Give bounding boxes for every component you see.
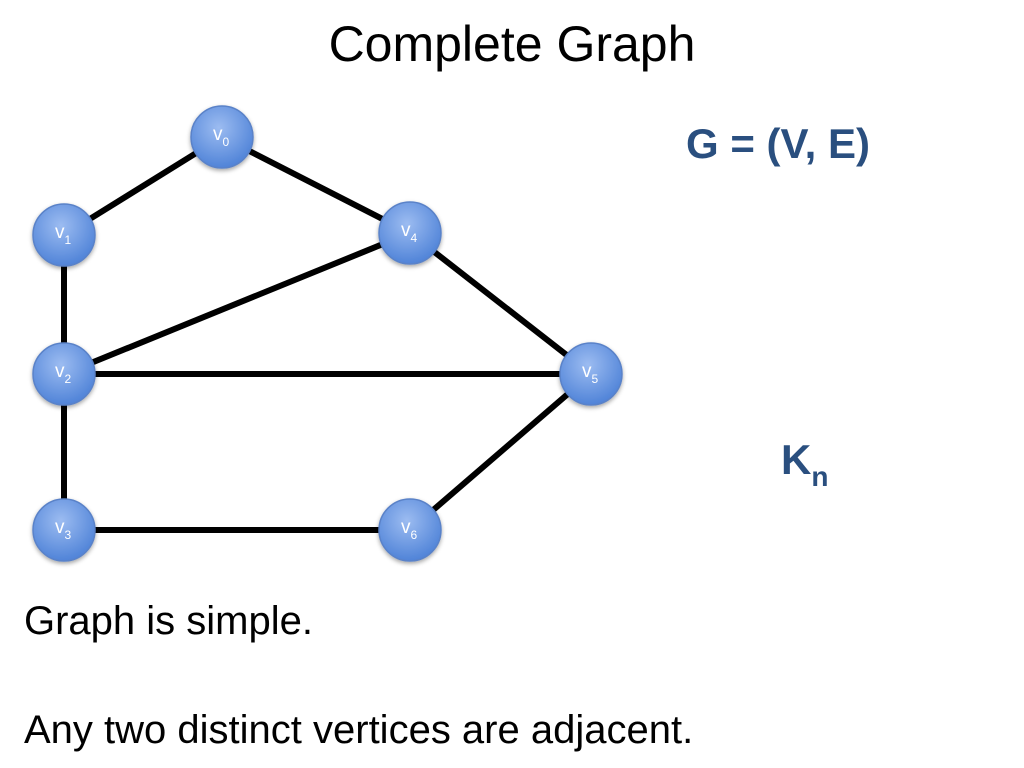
vertex-label-subscript: 3 [65, 528, 72, 542]
vertex-label-subscript: 5 [592, 372, 599, 386]
vertex-v2: v2 [32, 342, 96, 406]
edge-v0-v4 [220, 134, 412, 236]
vertex-label-base: v [401, 517, 411, 538]
vertex-label: v6 [401, 517, 418, 542]
vertex-circle [378, 498, 442, 562]
vertex-circle [32, 498, 96, 562]
vertex-label-base: v [55, 361, 65, 382]
vertex-label-base: v [582, 361, 592, 382]
vertex-label-subscript: 6 [411, 528, 418, 542]
vertex-v3: v3 [32, 498, 96, 562]
kn-subscript: n [811, 461, 829, 492]
edge-v2-v4 [62, 230, 412, 377]
vertex-v0: v0 [190, 105, 254, 169]
vertex-label: v2 [55, 361, 72, 386]
vertex-label-subscript: 1 [65, 233, 72, 247]
edge-v4-v5 [408, 230, 593, 377]
vertex-label-subscript: 2 [65, 372, 72, 386]
slide-title: Complete Graph [328, 16, 696, 72]
vertex-v5: v5 [559, 342, 623, 406]
vertex-label-subscript: 0 [223, 135, 230, 149]
vertex-label: v3 [55, 517, 72, 542]
complete-graph-notation: Kn [781, 434, 829, 492]
vertex-v4: v4 [378, 201, 442, 265]
edge-v5-v6 [408, 371, 593, 533]
vertex-v1: v1 [32, 203, 96, 267]
vertex-circle [32, 342, 96, 406]
statement-simple: Graph is simple. [24, 599, 313, 643]
vertex-label-subscript: 4 [411, 231, 418, 245]
vertex-circle [190, 105, 254, 169]
vertex-v6: v6 [378, 498, 442, 562]
kn-base: K [781, 436, 812, 483]
vertex-label-base: v [55, 222, 65, 243]
statement-adjacent: Any two distinct vertices are adjacent. [24, 708, 694, 752]
vertex-label: v1 [55, 222, 72, 247]
vertex-label-base: v [401, 220, 411, 241]
vertex-label: v4 [401, 220, 418, 245]
edges-layer [61, 134, 593, 533]
graph-definition-formula: G = (V, E) [686, 120, 871, 167]
vertex-circle [559, 342, 623, 406]
vertex-label: v0 [213, 124, 230, 149]
vertex-circle [32, 203, 96, 267]
vertex-label-base: v [213, 124, 223, 145]
vertex-label: v5 [582, 361, 599, 386]
vertex-label-base: v [55, 517, 65, 538]
vertex-circle [378, 201, 442, 265]
